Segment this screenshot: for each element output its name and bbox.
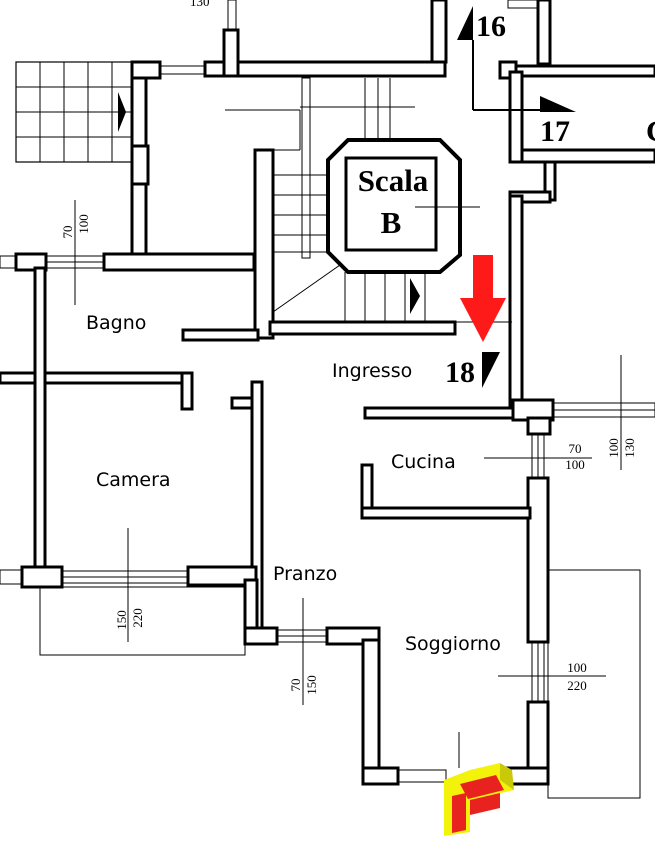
dimension-right-bottom: 130 [622,438,637,458]
walls [0,0,655,799]
room-label-ingresso: Ingresso [332,360,412,382]
dimension-top-cut: 130 [190,0,210,9]
dimension-right-top: 100 [606,438,621,458]
stair-title-line1: Scala [358,163,429,198]
entry-arrow-icon [460,255,506,342]
dimension-lines [74,200,622,768]
unit-number-16: 16 [476,10,506,43]
room-label-pranzo: Pranzo [273,563,337,585]
dimension-pranzo-top: 70 [288,679,303,692]
dimension-camera-bottom: 220 [130,608,145,628]
room-label-cucina: Cucina [391,451,456,473]
unit-16-marker [457,6,540,111]
logo-icon [444,763,514,836]
unit-18-marker [482,352,500,388]
dimension-bagno-top: 70 [60,226,75,239]
room-label-camera: Camera [96,469,171,491]
room-label-soggiorno: Soggiorno [405,633,501,655]
dimension-cucina-top: 70 [569,441,582,456]
unit-17-marker [540,96,576,112]
unit-number-17: 17 [540,115,570,148]
unit-number-partial: C [646,115,655,148]
stair-well [225,78,512,323]
dimension-soggiorno-top: 100 [567,660,587,675]
room-label-bagno: Bagno [86,312,146,334]
dimension-pranzo-bottom: 150 [304,675,319,695]
dimension-soggiorno-bottom: 220 [567,678,587,693]
dimension-bagno-bottom: 100 [76,214,91,234]
dimension-camera-top: 150 [114,610,129,630]
stair-title-line2: B [381,205,402,240]
stair-steps-left [15,61,137,163]
unit-number-18: 18 [445,356,475,389]
dimension-cucina-bottom: 100 [565,457,585,472]
